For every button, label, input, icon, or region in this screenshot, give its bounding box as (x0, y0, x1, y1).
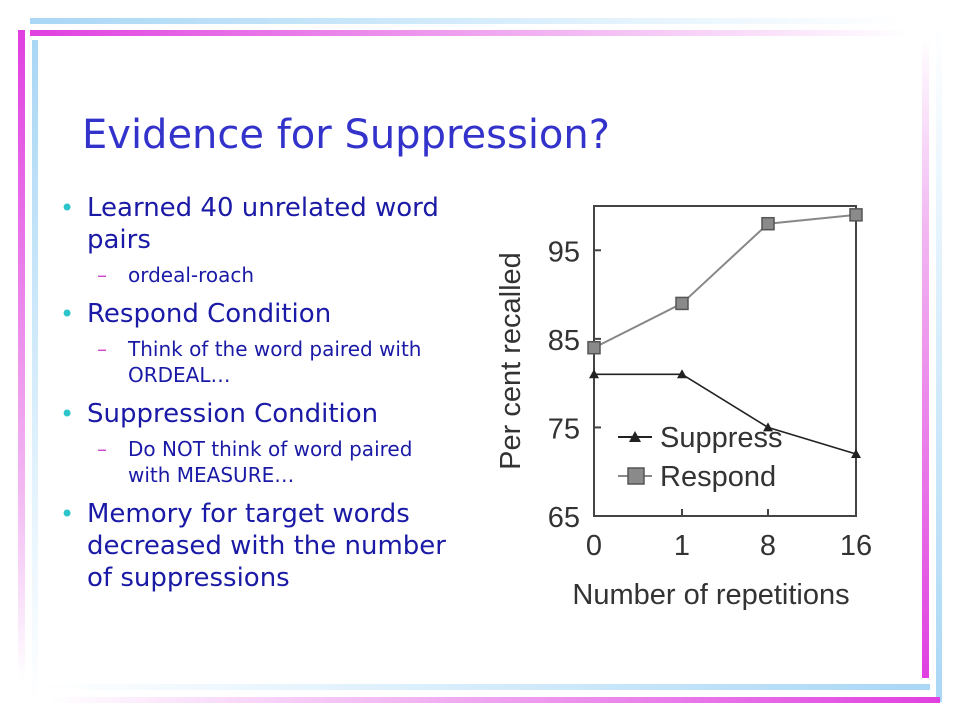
sub-bullet-list: –Do NOT think of word paired with MEASUR… (87, 436, 460, 488)
y-tick-label: 65 (548, 502, 580, 534)
y-tick-label: 95 (548, 236, 580, 268)
sub-bullet-marker: – (97, 263, 107, 287)
y-tick-label: 75 (548, 413, 580, 445)
bullet-text: Suppression Condition (87, 399, 379, 429)
legend-label: Respond (660, 461, 776, 493)
slide-title: Evidence for Suppression? (82, 112, 610, 158)
decorative-bar-bottom-magenta (50, 697, 940, 703)
sub-bullet-text: Do NOT think of word paired with MEASURE… (128, 437, 413, 487)
bullet-item: • Learned 40 unrelated word pairs –ordeal-… (60, 192, 460, 288)
plot-frame (593, 205, 857, 517)
data-point-triangle (851, 449, 861, 458)
data-point-triangle (677, 369, 687, 379)
legend-label: Suppress (660, 422, 783, 454)
decorative-bar-right-cyan (936, 22, 942, 702)
bullet-marker: • (60, 500, 75, 528)
sub-bullet-item: –ordeal-roach (87, 262, 460, 288)
x-tick-label: 8 (760, 530, 776, 562)
sub-bullet-item: –Do NOT think of word paired with MEASUR… (87, 436, 460, 488)
decorative-bar-bottom-cyan (40, 684, 930, 690)
decorative-bar-right-magenta (922, 38, 929, 678)
data-point-triangle (763, 422, 773, 432)
series-line-suppress (594, 373, 857, 455)
decorative-bar-left-cyan (32, 40, 38, 706)
sub-bullet-marker: – (97, 337, 107, 361)
chart-series (587, 208, 863, 458)
x-tick-label: 16 (840, 530, 872, 562)
bullet-marker: • (60, 300, 75, 328)
sub-bullet-text: Think of the word paired with ORDEAL… (128, 337, 422, 387)
sub-bullet-list: –ordeal-roach (87, 262, 460, 288)
legend-marker-square (627, 467, 645, 485)
data-point-square (849, 208, 863, 222)
series-line-respond (593, 213, 857, 349)
x-tick-label: 0 (586, 530, 602, 562)
bullet-item: • Suppression Condition –Do NOT think of w… (60, 398, 460, 488)
data-point-square (761, 216, 775, 231)
legend-marker-triangle (629, 431, 641, 442)
data-point-square (587, 340, 601, 355)
sub-bullet-marker: – (97, 437, 107, 461)
bullet-text: Learned 40 unrelated word pairs (87, 193, 439, 255)
data-point-square (675, 296, 689, 311)
bullet-item: • Respond Condition –Think of the word pai… (60, 298, 460, 388)
x-tick-label: 1 (674, 530, 690, 562)
bullet-list: •Learned 40 unrelated word pairs–ordeal-… (60, 192, 460, 594)
bullet-marker: • (60, 400, 75, 428)
sub-bullet-list: –Think of the word paired with ORDEAL… (87, 336, 460, 388)
sub-bullet-text: ordeal-roach (128, 263, 255, 287)
bullet-marker: • (60, 194, 75, 222)
y-axis-label: Per cent recalled (495, 252, 527, 470)
y-tick-label: 85 (548, 325, 580, 357)
data-point-triangle (589, 369, 599, 379)
decorative-bar-left-magenta (18, 30, 25, 680)
bullet-text: Respond Condition (87, 299, 332, 329)
bullet-item: • Memory for target words decreased with … (60, 498, 460, 594)
bullet-text: Memory for target words decreased with t… (87, 499, 446, 593)
sub-bullet-item: –Think of the word paired with ORDEAL… (87, 336, 460, 388)
decorative-bar-top-cyan (30, 18, 910, 24)
decorative-bar-top-magenta (30, 30, 910, 36)
x-axis-label: Number of repetitions (572, 579, 849, 611)
